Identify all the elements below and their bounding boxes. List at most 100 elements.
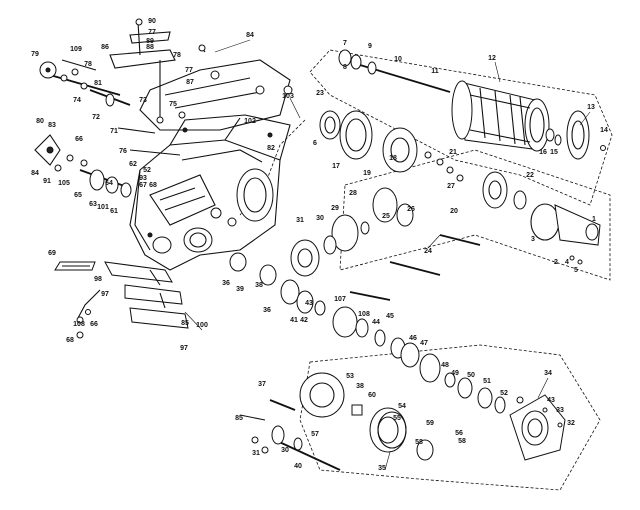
callout-label: 108 [358,311,370,318]
callout-label: 3 [531,236,535,243]
callout-label: 75 [169,101,177,108]
callout-label: 107 [334,296,346,303]
callout-label: 52 [500,390,508,397]
callout-label: 29 [331,205,339,212]
callout-label: 53 [346,373,354,380]
callout-label: 105 [58,180,70,187]
callout-label: 46 [409,335,417,342]
callout-label: 10 [394,56,402,63]
countershaft-left [34,134,132,198]
callout-label: 31 [252,450,260,457]
callout-label: 82 [267,145,275,152]
callout-label: 90 [148,18,156,25]
callout-label: 9 [368,43,372,50]
callout-label: 108 [73,321,85,328]
callout-label: 34 [544,370,552,377]
callout-label: 63 [89,201,97,208]
callout-label: 30 [316,215,324,222]
callout-label: 49 [451,370,459,377]
callout-label: 4 [565,259,569,266]
callout-label: 47 [420,340,428,347]
callout-label: 52 [143,167,151,174]
callout-label: 45 [386,313,394,320]
callout-label: 64 [105,180,113,187]
callout-label: 41 [290,317,298,324]
ring-gear-group [319,110,560,241]
callout-label: 62 [129,161,137,168]
callout-label: 54 [398,403,406,410]
callout-label: 37 [258,381,266,388]
callout-label: 98 [94,276,102,283]
callout-label: 71 [110,128,118,135]
callout-label: 31 [296,217,304,224]
callout-label: 48 [441,362,449,369]
callout-label: 35 [378,465,386,472]
callout-label: 14 [600,127,608,134]
callout-label: 79 [31,51,39,58]
callout-label: 40 [294,463,302,470]
callout-label: 51 [483,378,491,385]
callout-label: 80 [36,118,44,125]
callout-label: 21 [449,149,457,156]
callout-label: 36 [222,280,230,287]
callout-label: 20 [450,208,458,215]
callout-label: 85 [235,415,243,422]
callout-label: 38 [255,282,263,289]
input-shaft-row [229,252,506,414]
callout-label: 76 [119,148,127,155]
callout-label: 39 [236,286,244,293]
callout-label: 7 [343,40,347,47]
shift-rods-left [39,59,181,156]
callout-label: 100 [196,322,208,329]
callout-label: 88 [146,44,154,51]
callout-label: 22 [526,172,534,179]
callout-label: 102 [244,118,256,125]
callout-label: 101 [97,204,109,211]
callout-label: 87 [186,79,194,86]
callout-label: 43 [305,300,313,307]
shift-cover-plate [109,18,293,131]
callout-label: 69 [48,250,56,257]
callout-label: 57 [311,431,319,438]
callout-label: 78 [84,61,92,68]
callout-label: 97 [180,345,188,352]
callout-label: 30 [281,447,289,454]
callout-label: 33 [556,407,564,414]
shift-lever [54,261,96,271]
callout-label: 68 [66,337,74,344]
callout-label: 59 [426,420,434,427]
callout-label: 6 [313,140,317,147]
callout-label: 86 [101,44,109,51]
callout-label: 1 [592,216,596,223]
callout-label: 55 [393,415,401,422]
callout-label: 36 [263,307,271,314]
callout-label: 60 [368,392,376,399]
callout-label: 89 [146,38,154,45]
callout-label: 73 [139,97,147,104]
callout-label: 8 [343,64,347,71]
end-cover-right [554,204,601,265]
callout-label: 25 [382,213,390,220]
callout-label: 68 [149,182,157,189]
callout-label: 66 [90,321,98,328]
callout-label: 26 [407,206,415,213]
callout-label: 81 [94,80,102,87]
leader-lines [184,39,591,471]
callout-label: 18 [389,155,397,162]
gear-cluster [290,187,481,301]
callout-label: 32 [567,420,575,427]
drum-housing [338,49,606,160]
callout-label: 24 [424,248,432,255]
callout-label: 77 [148,29,156,36]
callout-label: 83 [48,122,56,129]
callout-label: 61 [110,208,118,215]
callout-label: 85 [181,320,189,327]
callout-label: 103 [282,93,294,100]
callout-label: 84 [246,32,254,39]
transmission-case [129,114,291,271]
callout-label: 74 [73,97,81,104]
callout-label: 19 [363,170,371,177]
callout-labels: 7910978817472869077898878777375878410310… [31,18,608,472]
